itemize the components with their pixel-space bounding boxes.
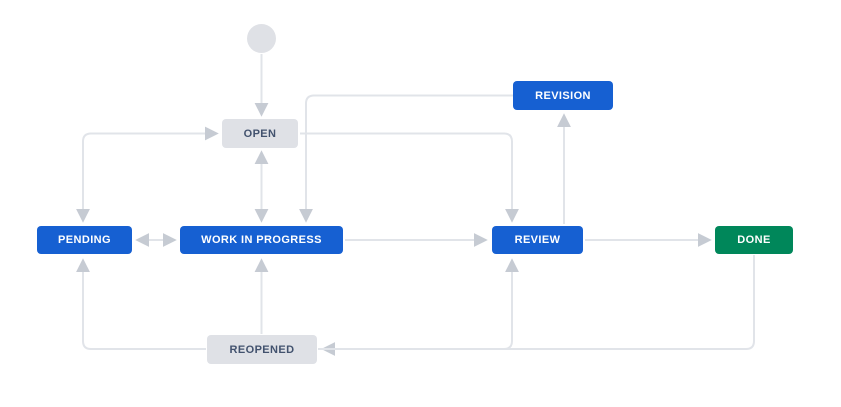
start-node[interactable] xyxy=(247,24,276,53)
edge-reopened-pending xyxy=(76,258,206,350)
edge-open-pending xyxy=(76,126,219,223)
status-node-work-in-progress[interactable]: WORK IN PROGRESS xyxy=(180,226,343,254)
status-node-revision[interactable]: REVISION xyxy=(513,81,613,110)
status-node-review[interactable]: REVIEW xyxy=(492,226,583,254)
edge-open-review xyxy=(300,132,519,223)
edge-done-reopened xyxy=(321,255,755,356)
edge-reopened-review xyxy=(318,258,519,350)
edge-revision-work-in-progress xyxy=(299,94,513,223)
status-node-pending[interactable]: PENDING xyxy=(37,226,132,254)
status-node-done[interactable]: DONE xyxy=(715,226,793,254)
status-node-reopened[interactable]: REOPENED xyxy=(207,335,317,364)
status-node-open[interactable]: OPEN xyxy=(222,119,298,148)
